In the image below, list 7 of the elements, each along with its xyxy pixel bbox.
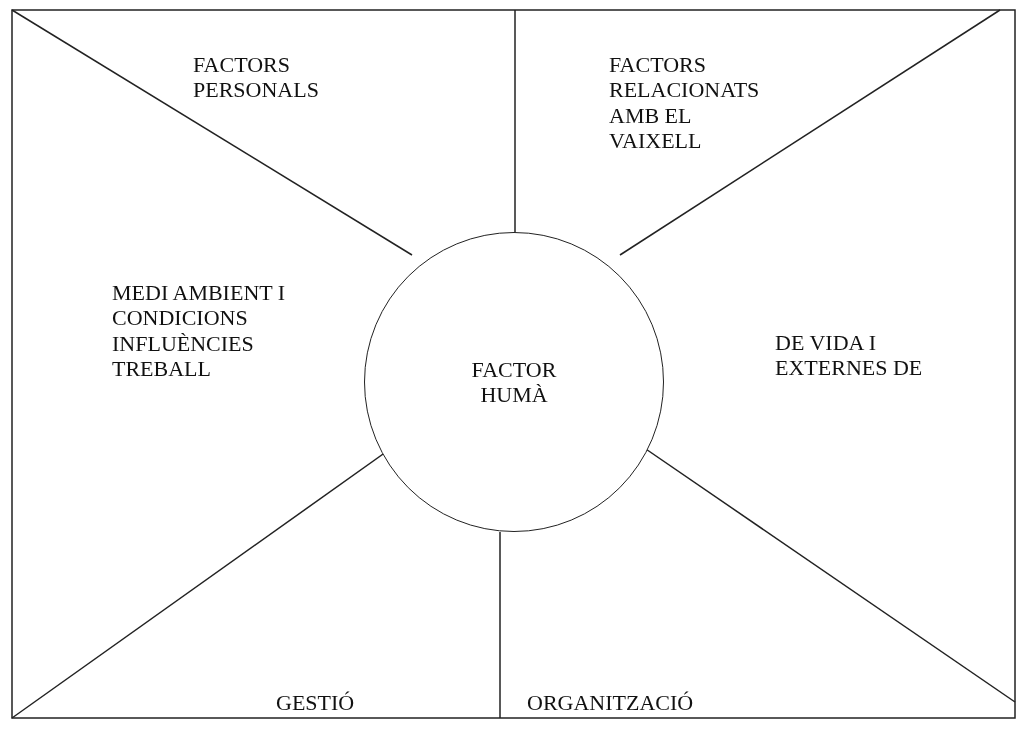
sector-label: FACTORS RELACIONATS AMB EL VAIXELL <box>609 52 761 154</box>
sector-label: FACTORS PERSONALS <box>193 52 320 103</box>
sector-label: GESTIÓ <box>276 690 356 716</box>
sector-label: ORGANITZACIÓ <box>527 690 695 716</box>
sector-label: MEDI AMBIENT I CONDICIONS INFLUÈNCIES TREBALL <box>112 280 287 382</box>
node-text: FACTOR HUMÀ <box>470 356 558 408</box>
sector-label: DE VIDA I EXTERNES DE <box>775 330 924 381</box>
